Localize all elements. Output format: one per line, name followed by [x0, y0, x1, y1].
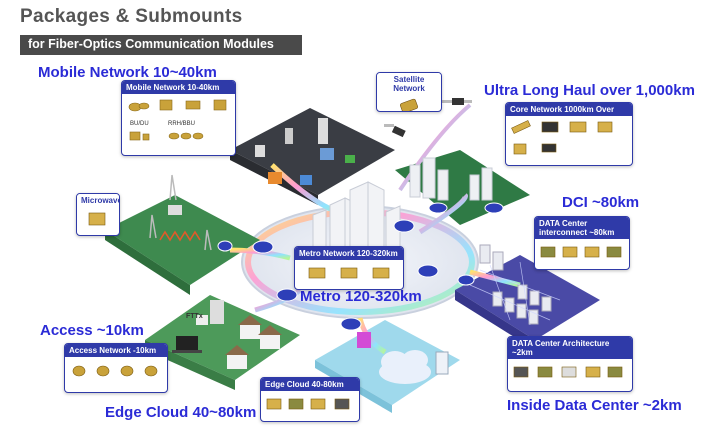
component-images: BU/DU RRH/BBU — [128, 99, 227, 141]
card-title: DATA Center interconnect ~80km — [535, 217, 629, 240]
card-data-center-architecture: DATA Center Architecture ~2km — [507, 336, 633, 392]
card-title: Mobile Network 10-40km — [122, 81, 235, 95]
page-subtitle: for Fiber-Optics Communication Modules — [20, 35, 302, 55]
mobile-platform — [230, 108, 395, 195]
access-platform — [145, 295, 300, 380]
component-images — [72, 365, 158, 377]
component-images — [266, 398, 350, 410]
edge-cloud-shape — [357, 332, 449, 384]
component-images — [511, 120, 613, 155]
page-title: Packages & Submounts — [20, 6, 243, 27]
label-metro: Metro 120-320km — [300, 288, 422, 305]
component-images — [513, 367, 623, 378]
label-inside-data-center: Inside Data Center ~2km — [507, 397, 682, 414]
label-mobile-network: Mobile Network 10~40km — [38, 64, 217, 81]
card-data-center-interconnect: DATA Center interconnect ~80km — [534, 216, 630, 270]
card-title: Core Network 1000km Over — [506, 103, 632, 117]
card-microwave: Microwave — [76, 193, 120, 236]
card-title: Edge Cloud 40-80km — [261, 378, 359, 392]
ftth-label: FTTx — [186, 313, 203, 320]
card-title: Metro Network 120-320km — [295, 247, 403, 261]
caption-bu-du: BU/DU — [130, 121, 149, 127]
satellite-icon — [384, 98, 472, 138]
component-images — [540, 247, 622, 258]
label-edge-cloud: Edge Cloud 40~80km — [105, 404, 257, 421]
card-edge-cloud: Edge Cloud 40-80km — [260, 377, 360, 422]
component-image — [88, 212, 106, 226]
card-core-network: Core Network 1000km Over — [505, 102, 633, 166]
card-mobile-network: Mobile Network 10-40km BU/DU RRH/BBU — [121, 80, 236, 156]
card-metro-network: Metro Network 120-320km — [294, 246, 404, 290]
label-ultra-long-haul: Ultra Long Haul over 1,000km — [484, 82, 695, 99]
component-images — [308, 267, 390, 279]
caption-rrh-bbu: RRH/BBU — [168, 121, 195, 127]
card-title: DATA Center Architecture ~2km — [508, 337, 632, 360]
card-title: Satellite Network — [377, 73, 441, 96]
component-image — [400, 99, 418, 111]
label-dci: DCI ~80km — [562, 194, 640, 211]
card-title: Access Network -10km — [65, 344, 167, 358]
card-satellite-network: Satellite Network — [376, 72, 442, 112]
card-access-network: Access Network -10km — [64, 343, 168, 393]
microwave-platform — [105, 195, 260, 285]
card-title: Microwave — [77, 194, 119, 208]
label-access: Access ~10km — [40, 322, 144, 339]
